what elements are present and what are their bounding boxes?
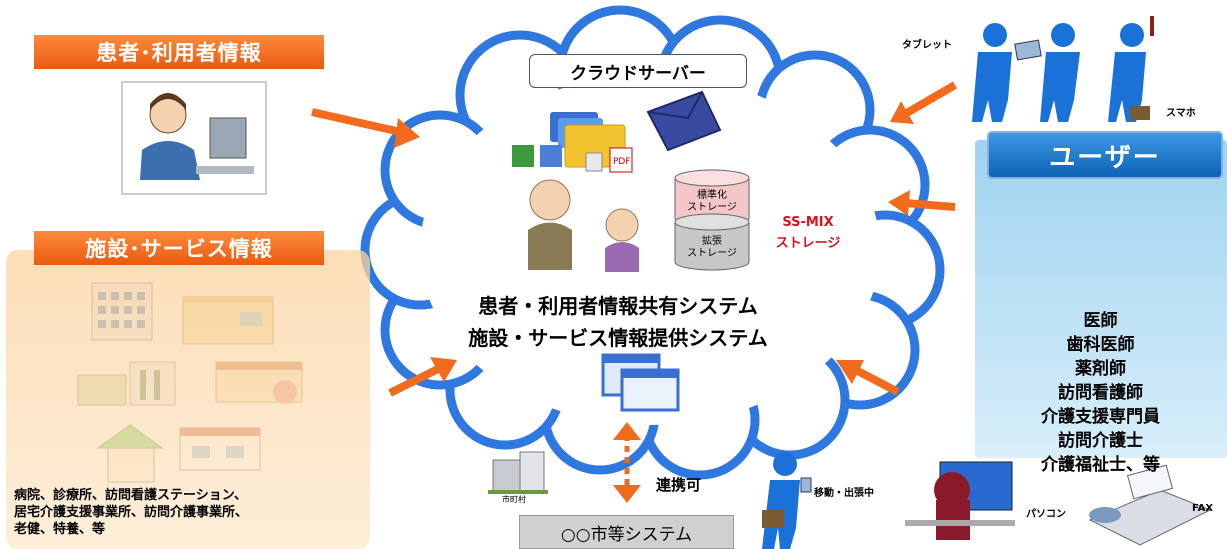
caption-line: 老健、特養、等 xyxy=(14,522,106,537)
pc-user-icon xyxy=(905,461,1015,540)
role-item: 歯科医師 xyxy=(1066,335,1135,355)
storage-cylinders xyxy=(674,169,750,271)
facility-panel xyxy=(6,250,370,549)
municipality-label: 市町村 xyxy=(502,495,526,504)
pc-label: パソコン xyxy=(1026,509,1066,520)
mobile-label: 移動・出張中 xyxy=(814,488,874,499)
role-item: 訪問看護師 xyxy=(1058,383,1143,403)
tablet-label: タブレット xyxy=(902,40,952,51)
user-roles-list: 医師 歯科医師 薬剤師 訪問看護師 介護支援専門員 訪問介護士 介護福祉士、等 xyxy=(978,309,1223,477)
mobile-worker-icon xyxy=(762,452,812,549)
ssmix-label-line2: ストレージ xyxy=(775,236,841,251)
city-system-box: ○○市等システム xyxy=(519,515,734,549)
elderly-man-icon xyxy=(528,179,572,270)
cloud-server-label: クラウドサーバー xyxy=(529,54,747,88)
fax-machine-icon xyxy=(1088,464,1212,546)
role-item: 訪問介護士 xyxy=(1058,431,1143,451)
role-item: 医師 xyxy=(1083,311,1118,331)
smartphone-label: スマホ xyxy=(1166,108,1196,119)
user-banner: ユーザー xyxy=(987,131,1223,179)
facility-info-banner: 施設･サービス情報 xyxy=(34,231,324,265)
user-panel xyxy=(975,140,1227,458)
envelope-icon xyxy=(646,90,722,152)
svg-text:PDF: PDF xyxy=(613,157,631,167)
role-item: 介護支援専門員 xyxy=(1041,407,1160,427)
link-arrow xyxy=(613,422,641,503)
arrow-facility-to-cloud xyxy=(388,357,457,397)
ssmix-label-line1: SS-MIX xyxy=(782,215,834,230)
facility-types-caption: 病院、診療所、訪問看護ステーション、 居宅介護支援事業所、訪問介護事業所、 老健… xyxy=(14,487,248,538)
role-item: 薬剤師 xyxy=(1075,359,1126,379)
arrow-tablet-to-cloud xyxy=(890,81,958,124)
fax-label: FAX xyxy=(1192,503,1214,514)
patient-pc-illustration xyxy=(121,81,267,195)
tablet-users-icon xyxy=(972,16,1154,122)
elderly-woman-icon xyxy=(605,208,639,272)
caption-line: 病院、診療所、訪問看護ステーション、 xyxy=(14,488,247,503)
file-icons: PDF xyxy=(512,112,633,173)
browser-window-icons xyxy=(601,353,680,412)
extended-storage-label: 拡張 ストレージ xyxy=(687,236,737,259)
patient-info-banner: 患者･利用者情報 xyxy=(34,35,324,69)
link-label: 連携可 xyxy=(656,476,702,494)
patient-sharing-system-label: 患者・利用者情報共有システム xyxy=(478,294,758,318)
facility-info-system-label: 施設・サービス情報提供システム xyxy=(468,326,768,350)
arrow-mobile-to-cloud xyxy=(836,360,900,396)
standard-storage-label: 標準化 ストレージ xyxy=(687,190,737,213)
caption-line: 居宅介護支援事業所、訪問介護事業所、 xyxy=(14,505,249,520)
arrow-users-to-cloud xyxy=(888,190,956,216)
arrow-patient-to-cloud xyxy=(311,108,420,148)
role-item: 介護福祉士、等 xyxy=(1041,455,1160,475)
municipality-building-icon xyxy=(488,451,548,494)
